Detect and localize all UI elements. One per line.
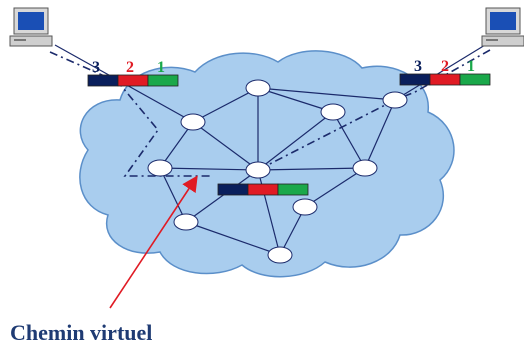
packet-field-2	[247, 183, 279, 196]
link	[257, 87, 334, 113]
node	[173, 213, 199, 231]
node	[382, 91, 408, 109]
packet-field-3	[217, 183, 249, 196]
packet-label-2: 2	[441, 58, 449, 75]
link	[257, 87, 396, 101]
packet-field-1	[147, 74, 179, 87]
access-link-right	[394, 41, 491, 101]
link	[192, 87, 259, 123]
link	[159, 167, 259, 171]
node	[180, 113, 206, 131]
node	[147, 159, 173, 177]
virtual-path-left	[49, 51, 210, 177]
link	[257, 167, 366, 171]
packet-field-2	[117, 74, 149, 87]
packet-label-1: 1	[467, 58, 475, 75]
virtual-path-arrow	[109, 175, 198, 309]
node	[267, 246, 293, 264]
network-links	[159, 87, 396, 256]
computer-right-icon	[481, 7, 524, 47]
packet-field-3	[399, 73, 431, 86]
network-nodes	[147, 79, 408, 264]
packet-field-3	[87, 74, 119, 87]
packet-header-right: 3 2 1	[399, 58, 491, 86]
link	[185, 169, 259, 223]
node	[245, 79, 271, 97]
packet-label-3: 3	[414, 58, 422, 75]
computer-left-icon	[9, 7, 53, 47]
link	[192, 121, 259, 171]
link	[257, 111, 334, 171]
packet-field-1	[459, 73, 491, 86]
node	[352, 159, 378, 177]
caption: Chemin virtuel	[10, 320, 152, 345]
packet-label-3: 3	[92, 59, 100, 76]
link	[159, 121, 194, 169]
packet-label-2: 2	[126, 59, 134, 76]
node	[292, 198, 318, 216]
packet-header-center	[217, 183, 309, 196]
link	[185, 221, 281, 256]
node	[245, 161, 271, 179]
link	[304, 167, 366, 208]
packet-field-2	[429, 73, 461, 86]
packet-field-1	[277, 183, 309, 196]
link	[364, 99, 396, 169]
link	[332, 111, 366, 169]
packet-header-left: 3 2 1	[87, 59, 179, 87]
node	[320, 103, 346, 121]
packet-label-1: 1	[157, 59, 165, 76]
link	[159, 167, 187, 223]
